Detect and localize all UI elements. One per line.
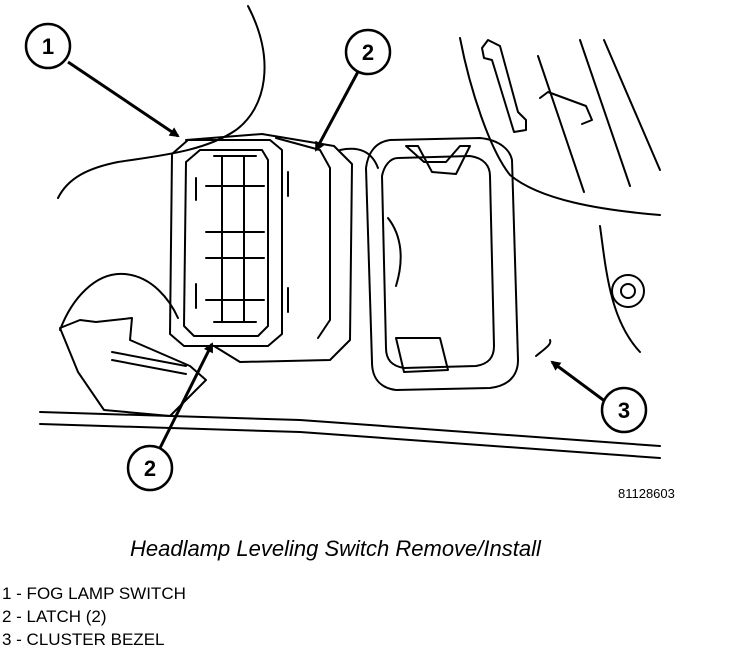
lower-mount-slot xyxy=(111,351,187,375)
fog-lamp-switch-body xyxy=(169,139,283,347)
bezel-vertical-rib-3 xyxy=(603,39,661,171)
bezel-lip xyxy=(539,91,593,125)
opening-upper-latch-window xyxy=(405,145,471,175)
fog-lamp-switch-inner-frame xyxy=(183,149,269,337)
callout-legend: 1 - FOG LAMP SWITCH 2 - LATCH (2) 3 - CL… xyxy=(2,582,186,651)
fog-lamp-switch-channel xyxy=(213,155,257,323)
leader-line-2-bottom xyxy=(158,342,214,449)
callout-number-2-bottom: 2 xyxy=(144,456,156,481)
callout-balloon-2-top: 2 xyxy=(344,28,392,76)
switch-housing-top-edge xyxy=(275,137,331,339)
opening-mount-flange xyxy=(339,147,379,169)
bezel-lower-edge-inner xyxy=(39,423,661,459)
callout-number-3: 3 xyxy=(618,398,630,423)
fog-lamp-switch-crossbars xyxy=(205,185,265,301)
bezel-vertical-rib-2 xyxy=(579,39,631,187)
fog-lamp-switch-tabs xyxy=(195,171,289,313)
leader-line-1 xyxy=(67,60,180,138)
switch-opening-outer xyxy=(365,137,519,391)
lower-mount-bracket xyxy=(59,317,207,417)
leader-line-2-top xyxy=(314,67,362,152)
figure-caption: Headlamp Leveling Switch Remove/Install xyxy=(130,536,541,561)
opening-lower-latch-window xyxy=(395,337,449,373)
bezel-lower-edge xyxy=(39,411,661,447)
dash-contour-upper xyxy=(57,5,266,199)
wire-harness xyxy=(59,272,179,331)
callout-balloon-3: 3 xyxy=(600,386,648,434)
switch-opening-inner xyxy=(381,155,495,369)
figure-id: 81128603 xyxy=(618,486,675,501)
exploded-view-illustration: 1 2 2 3 81128603 xyxy=(24,5,675,501)
leader-line-3 xyxy=(550,360,607,404)
legend-item-latch: 2 - LATCH (2) xyxy=(2,607,107,626)
callout-balloon-2-bottom: 2 xyxy=(126,444,174,492)
bezel-bracket xyxy=(481,39,527,133)
legend-item-fog-lamp-switch: 1 - FOG LAMP SWITCH xyxy=(2,584,186,603)
switch-housing-shell xyxy=(185,133,353,363)
bezel-sweep xyxy=(599,225,641,353)
callout-balloon-1: 1 xyxy=(24,22,72,70)
bezel-fastener-inner xyxy=(620,283,636,299)
legend-item-cluster-bezel: 3 - CLUSTER BEZEL xyxy=(2,630,165,649)
cluster-bezel-panel xyxy=(459,37,661,216)
opening-side-profile xyxy=(387,217,402,287)
callout-number-1: 1 xyxy=(42,34,54,59)
bezel-fastener-outer xyxy=(611,274,645,308)
callout-number-2-top: 2 xyxy=(362,40,374,65)
bezel-notch xyxy=(535,339,552,357)
bezel-vertical-rib-1 xyxy=(537,55,585,193)
